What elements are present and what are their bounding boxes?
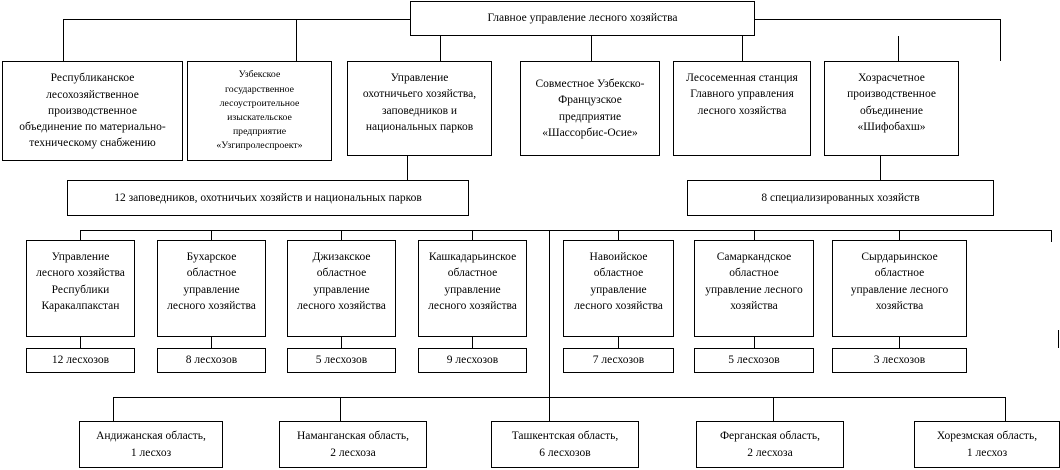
leskhoz-count: 9 лесхозов <box>446 354 499 367</box>
group-box-reserves: 12 заповедников, охотничьих хозяйств и н… <box>67 180 469 216</box>
region-box-navoi: Навоийское областное управление лесного … <box>563 240 674 337</box>
region-box-jizzakh: Джизакское областное управление лесного … <box>287 240 396 337</box>
leskhoz-count-box: 7 лесхозов <box>563 348 674 373</box>
oblast-box-khorezm: Хорезмская область, 1 лесхоз <box>914 421 1060 468</box>
leskhoz-count: 5 лесхозов <box>728 354 780 367</box>
level1-box-seed-station: Лесосеменная станция Главного управления… <box>673 61 811 156</box>
leskhoz-count: 8 лесхозов <box>185 354 238 367</box>
region-label: Сырдарьинское областное управление лесно… <box>850 251 949 312</box>
oblast-box-namangan: Наманганская область, 2 лесхоза <box>279 421 427 468</box>
level1-label: Лесосеменная станция Главного управления… <box>686 72 798 117</box>
level1-label: Республиканское лесохозяйственное произв… <box>19 72 166 150</box>
leskhoz-count-box: 9 лесхозов <box>418 348 527 373</box>
level1-box-joint-venture: Совместное Узбекско- Французское предпри… <box>520 61 660 156</box>
region-box-samarkand: Самаркандское областное управление лесно… <box>694 240 814 337</box>
oblast-box-tashkent: Ташкентская область, 6 лесхозов <box>491 421 639 468</box>
level1-box-supply: Республиканское лесохозяйственное произв… <box>2 61 183 161</box>
oblast-label: Наманганская область, 2 лесхоза <box>296 430 410 459</box>
level1-label: Совместное Узбекско- Французское предпри… <box>535 77 645 139</box>
region-box-bukhara: Бухарское областное управление лесного х… <box>157 240 266 337</box>
region-label: Навоийское областное управление лесного … <box>574 251 663 312</box>
oblast-box-andijan: Андижанская область, 1 лесхоз <box>79 421 223 468</box>
leskhoz-count-box: 5 лесхозов <box>287 348 396 373</box>
leskhoz-count-box: 5 лесхозов <box>694 348 814 373</box>
main-directorate-box: Главное управление лесного хозяйства <box>410 1 755 36</box>
leskhoz-count: 5 лесхозов <box>315 354 368 367</box>
region-label: Управление лесного хозяйства Республики … <box>36 251 125 312</box>
region-box-syrdarya: Сырдарьинское областное управление лесно… <box>832 240 967 337</box>
oblast-label: Ферганская область, 2 лесхоза <box>719 430 821 459</box>
level1-box-shifobakhsh: Хозрасчетное производственное объединени… <box>824 61 959 156</box>
leskhoz-count: 7 лесхозов <box>592 354 645 367</box>
oblast-label: Хорезмская область, 1 лесхоз <box>936 430 1038 459</box>
oblast-label: Андижанская область, 1 лесхоз <box>96 430 206 459</box>
leskhoz-count: 12 лесхозов <box>51 354 110 367</box>
region-label: Бухарское областное управление лесного х… <box>167 251 256 312</box>
level1-label: Узбекское государственное лесоустроитель… <box>216 69 303 152</box>
leskhoz-count-box: 3 лесхозов <box>832 348 967 373</box>
oblast-box-fergana: Ферганская область, 2 лесхоза <box>696 421 844 468</box>
group-label: 12 заповедников, охотничьих хозяйств и н… <box>114 191 422 204</box>
region-label: Кашкадарьинское областное управление лес… <box>428 251 517 312</box>
level1-label: Хозрасчетное производственное объединени… <box>847 72 936 133</box>
oblast-label: Ташкентская область, 6 лесхозов <box>511 430 619 459</box>
leskhoz-count: 3 лесхозов <box>873 354 926 367</box>
group-box-specialized: 8 специализированных хозяйств <box>687 180 994 216</box>
leskhoz-count-box: 8 лесхозов <box>157 348 266 373</box>
region-box-kashkadarya: Кашкадарьинское областное управление лес… <box>418 240 527 337</box>
main-directorate-label: Главное управление лесного хозяйства <box>487 12 678 25</box>
level1-box-uzgiproles: Узбекское государственное лесоустроитель… <box>187 61 332 161</box>
group-label: 8 специализированных хозяйств <box>761 191 920 204</box>
region-label: Джизакское областное управление лесного … <box>297 251 386 312</box>
region-label: Самаркандское областное управление лесно… <box>705 251 803 312</box>
level1-label: Управление охотничьего хозяйства, запове… <box>362 72 477 133</box>
leskhoz-count-box: 12 лесхозов <box>26 348 135 373</box>
level1-box-hunting: Управление охотничьего хозяйства, запове… <box>347 61 492 156</box>
region-box-karakalpakstan: Управление лесного хозяйства Республики … <box>26 240 135 337</box>
